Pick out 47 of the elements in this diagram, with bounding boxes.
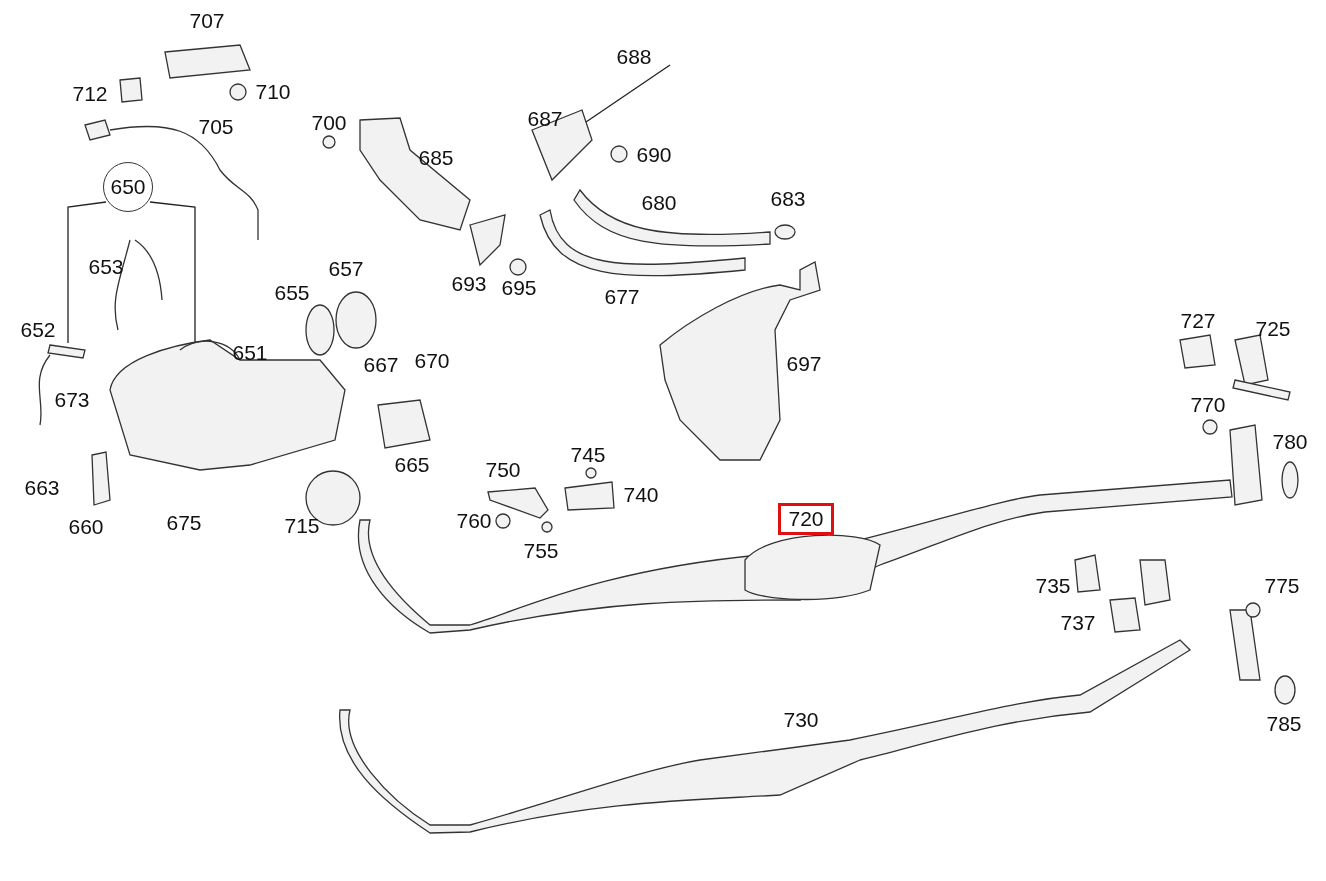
callout-number: 727: [1180, 309, 1216, 331]
callout-number: 750: [485, 458, 521, 480]
callout-number: 725: [1255, 317, 1291, 339]
callout-number: 690: [636, 143, 672, 165]
leader-line: [149, 201, 196, 343]
callout-number: 695: [501, 276, 537, 298]
callout-number: 715: [284, 514, 320, 536]
callout-number: 651: [232, 341, 268, 363]
callout-number: 697: [786, 352, 822, 374]
callout-number: 657: [328, 257, 364, 279]
callout-number: 745: [570, 443, 606, 465]
callout-number: 740: [623, 483, 659, 505]
callout-number: 770: [1190, 393, 1226, 415]
callout-number: 653: [88, 255, 124, 277]
callout-number: 667: [363, 353, 399, 375]
callout-number: 785: [1266, 712, 1302, 734]
callout-number: 670: [414, 349, 450, 371]
callout-number: 663: [24, 476, 60, 498]
callout-number: 735: [1035, 574, 1071, 596]
callout-number: 755: [523, 539, 559, 561]
callout-number: 677: [604, 285, 640, 307]
callout-number: 780: [1272, 430, 1308, 452]
callout-number: 760: [456, 509, 492, 531]
callout-number: 730: [783, 708, 819, 730]
callout-number: 737: [1060, 611, 1096, 633]
callout-number: 688: [612, 45, 656, 69]
callout-number: 707: [189, 9, 225, 31]
callout-number: 712: [72, 82, 108, 104]
leader-line: [67, 201, 107, 344]
callout-number: 710: [255, 80, 291, 102]
callout-number: 700: [311, 111, 347, 133]
callout-number: 693: [451, 272, 487, 294]
callout-number: 675: [166, 511, 202, 533]
callout-circle: 650: [103, 162, 153, 212]
callout-number: 665: [394, 453, 430, 475]
callout-number: 683: [770, 187, 806, 209]
leader-line: [585, 64, 671, 123]
callout-number: 687: [527, 107, 563, 129]
callout-number: 775: [1264, 574, 1300, 596]
callout-number: 685: [418, 146, 454, 168]
callout-number: 705: [198, 115, 234, 137]
callout-number: 680: [641, 191, 677, 213]
callout-number: 673: [54, 388, 90, 410]
callout-number: 652: [20, 318, 56, 340]
callout-number: 660: [68, 515, 104, 537]
highlighted-callout: 720: [778, 503, 834, 535]
callout-number: 655: [274, 281, 310, 303]
